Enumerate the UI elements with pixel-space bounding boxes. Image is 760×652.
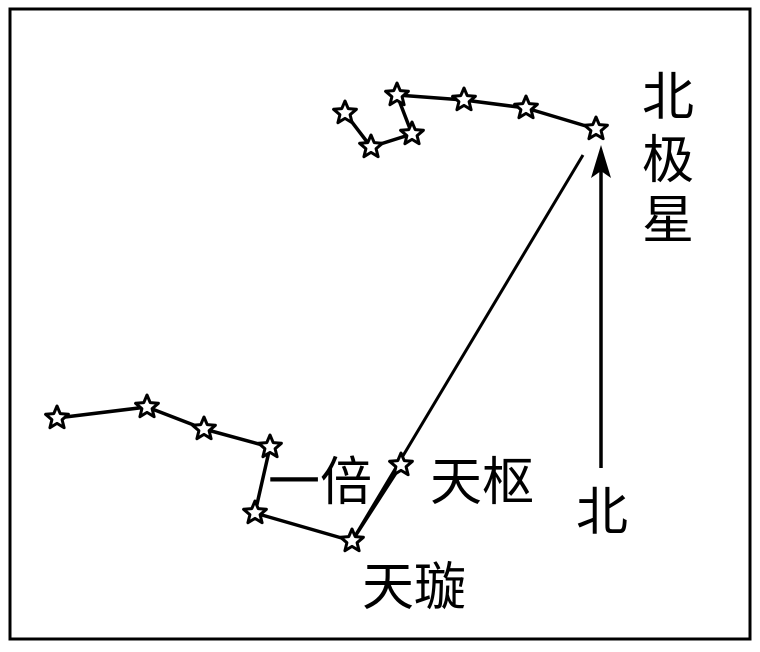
polaris-label-2: 极 <box>642 131 694 191</box>
tianshu-label: 天枢 <box>430 453 534 513</box>
arrowhead-icon <box>591 145 611 178</box>
star-icon <box>44 404 70 430</box>
star-icon <box>384 81 410 107</box>
star-icon <box>451 86 477 112</box>
north-label: 北 <box>576 483 628 543</box>
north-arrow <box>591 145 611 468</box>
star-icon <box>388 451 414 477</box>
star-icon <box>242 499 268 525</box>
tianxuan-label: 天璇 <box>362 558 466 618</box>
star-icon <box>134 393 160 419</box>
polaris-label-1: 北 <box>642 68 694 128</box>
pointer-line-to-polaris <box>350 154 585 542</box>
star-icon <box>332 99 358 125</box>
stars <box>44 81 609 553</box>
star-icon <box>358 133 384 159</box>
star-icon <box>191 415 217 441</box>
polaris-label-3: 星 <box>642 191 694 251</box>
frame-border <box>8 7 752 641</box>
star-icon <box>339 527 365 553</box>
star-icon <box>513 94 539 120</box>
star-icon <box>257 433 283 459</box>
one-times-label: 一倍 <box>268 453 372 513</box>
star-icon <box>399 120 425 146</box>
star-icon <box>583 115 609 141</box>
